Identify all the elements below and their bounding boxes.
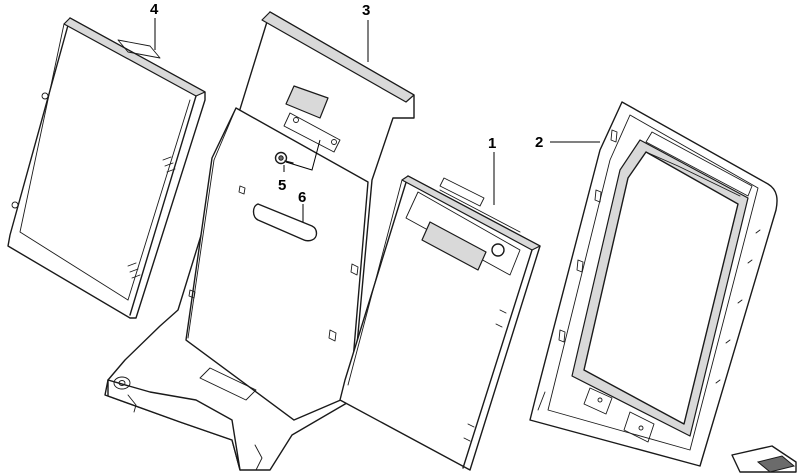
part-6-pad[interactable]: [252, 203, 318, 242]
callout-2: 2: [535, 134, 543, 151]
leader-5b: [285, 139, 321, 171]
part-1-module[interactable]: [339, 175, 541, 471]
leader-lines: [154, 18, 600, 222]
callout-3: 3: [362, 2, 370, 19]
callout-4: 4: [150, 1, 159, 18]
callout-1: 1: [488, 135, 496, 152]
part-4-cover-panel[interactable]: [7, 17, 206, 319]
callout-labels: 4 3 1 2 5 6: [150, 1, 543, 206]
arrow-wedge-icon: [731, 445, 797, 473]
part-3-carrier-frame[interactable]: [104, 11, 415, 471]
part-2-mounting-frame[interactable]: [529, 101, 778, 467]
part-5-screw[interactable]: [274, 151, 294, 165]
callout-6: 6: [298, 189, 306, 206]
callout-5: 5: [278, 177, 286, 194]
